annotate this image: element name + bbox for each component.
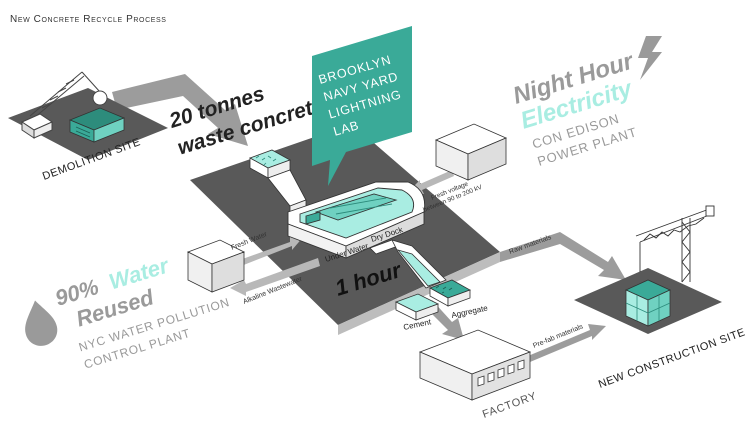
construction-site-label: NEW CONSTRUCTION SITE [597,326,747,390]
arrow-wastewater [230,258,320,296]
cement-bin-icon [394,293,440,321]
water-plant-building [187,239,245,293]
lab-flag [312,26,412,186]
cement-label: Cement [403,317,433,332]
wrecking-ball-icon [92,90,108,106]
arrow-raw-materials [500,232,626,280]
water-tank [287,181,426,259]
power-plant-building [434,123,508,181]
lightning-bolt-icon [638,36,662,80]
factory-building [418,329,532,401]
arrow-prefab [528,324,606,362]
tower-crane-icon [635,205,715,283]
arrow-fresh-water [234,236,304,268]
lab-name-line-4: LAB [332,118,361,139]
water-drop-icon [25,300,58,346]
lab-platform-edge [338,252,500,335]
conveyor-icon [369,239,447,289]
aggregate-bin-icon [429,279,471,307]
new-building-icon [625,279,671,327]
arrow-demolition-to-lab [112,74,248,146]
excavator-icon [20,113,54,139]
crane-icon [29,71,101,119]
factory-label: FACTORY [481,390,539,421]
arrow-voltage [408,170,454,194]
diagram-title: New Concrete Recycle Process [10,14,167,25]
aggregate-label: Aggregate [451,303,490,320]
demolished-building-icon [68,107,126,143]
concrete-hopper-icon [249,149,307,217]
